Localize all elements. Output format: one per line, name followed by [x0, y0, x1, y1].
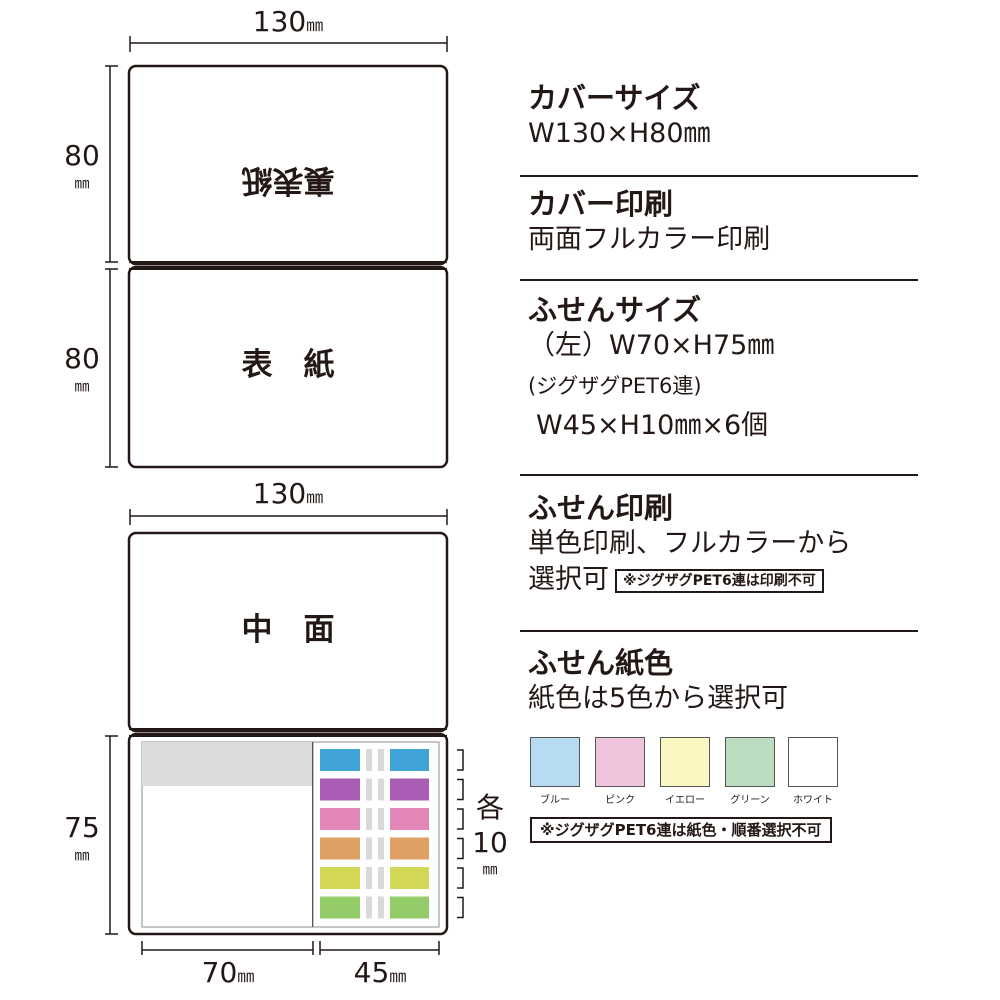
swatch-pink-label: ピンク — [605, 795, 635, 806]
zigzag-tab-5-left — [320, 867, 360, 889]
each-label: 各 — [476, 791, 504, 824]
back-cover-label: 裏表紙 — [242, 162, 335, 198]
cover2-height-unit: ㎜ — [74, 377, 89, 395]
sticky-pad-right — [312, 741, 440, 928]
zigzag-tab-4-gap2 — [378, 837, 384, 860]
zigzag-tab-3-gap — [366, 808, 372, 830]
zigzag-tab-2-gap — [366, 778, 372, 801]
zigzag-tab-6-left — [320, 896, 360, 919]
swatch-yellow-label: イエロー — [665, 795, 705, 806]
spec-cover-size-value: W130×H80㎜ — [528, 118, 711, 149]
spec-fusen-print-line1: 単色印刷、フルカラーから — [528, 528, 852, 559]
spec-fusen-size-line3: W45×H10㎜×6個 — [536, 410, 769, 441]
zigzag-tab-3-right — [390, 808, 429, 830]
back-cover-panel — [127, 64, 449, 266]
zigzag-tab-3-left — [320, 808, 360, 830]
tab-bracket-1 — [457, 749, 464, 771]
cover1-height-unit: ㎜ — [74, 174, 89, 192]
zigzag-tab-4-right — [390, 837, 429, 860]
swatch-blue — [530, 737, 580, 787]
divider-3 — [520, 474, 918, 476]
zigzag-tab-5-gap2 — [378, 867, 384, 889]
cover1-height-label: 80 — [64, 139, 100, 172]
front-cover-panel — [127, 265, 449, 469]
spec-cover-print: カバー印刷 両面フルカラー印刷 — [528, 186, 918, 258]
zigzag-tabs — [320, 749, 429, 919]
spec-fusen-print-line2-row: 選択可※ジグザグPET6連は印刷不可 — [528, 562, 918, 598]
pad-panel — [127, 732, 449, 936]
tab-bracket-4 — [457, 837, 464, 860]
tab-height-brackets — [457, 749, 464, 919]
swatch-green — [725, 737, 775, 787]
spec-fusen-size-line1: （左）W70×H75㎜ — [528, 330, 775, 361]
divider-1 — [520, 175, 918, 177]
spec-fusen-color-line1: 紙色は5色から選択可 — [528, 683, 789, 714]
zigzag-tab-4-left — [320, 837, 360, 860]
divider-2 — [520, 279, 918, 281]
sticky-pad-left-adhesive — [142, 742, 313, 786]
divider-4 — [520, 630, 918, 632]
spec-fusen-print-heading: ふせん印刷 — [528, 491, 674, 525]
spec-fusen-print: ふせん印刷 単色印刷、フルカラーから 選択可※ジグザグPET6連は印刷不可 — [528, 490, 918, 598]
zigzag-tab-2-left — [320, 778, 360, 801]
zigzag-tab-2-right — [390, 778, 429, 801]
tab-bracket-2 — [457, 778, 464, 801]
zigzag-tab-6-gap2 — [378, 896, 384, 919]
swatch-pink — [595, 737, 645, 787]
spec-cover-print-heading: カバー印刷 — [528, 187, 674, 221]
swatch-blue-label: ブルー — [540, 795, 570, 806]
zigzag-tab-4-gap — [366, 837, 372, 860]
mid-width-label: 130㎜ — [253, 477, 323, 510]
spec-fusen-print-line2: 選択可 — [528, 564, 609, 595]
spec-fusen-size: ふせんサイズ （左）W70×H75㎜ (ジグザグPET6連) W45×H10㎜×… — [528, 292, 918, 444]
cover2-height-label: 80 — [64, 342, 100, 375]
zigzag-tab-1-gap — [366, 749, 372, 771]
each-unit: ㎜ — [482, 860, 497, 878]
pad-right-width-label: 45㎜ — [354, 956, 407, 989]
swatch-yellow — [660, 737, 710, 787]
pad-height-label: 75 — [64, 811, 100, 844]
zigzag-tab-5-gap — [366, 867, 372, 889]
swatch-white-label: ホワイト — [793, 795, 833, 806]
spec-fusen-size-heading: ふせんサイズ — [528, 293, 702, 327]
zigzag-tab-1-right — [390, 749, 429, 771]
spec-fusen-color-note: ※ジグザグPET6連は紙色・順番選択不可 — [530, 817, 832, 843]
tab-bracket-6 — [457, 896, 464, 919]
spec-fusen-color: ふせん紙色 紙色は5色から選択可 — [528, 645, 918, 717]
zigzag-tab-1-left — [320, 749, 360, 771]
tab-bracket-3 — [457, 808, 464, 830]
swatch-green-label: グリーン — [730, 795, 770, 806]
zigzag-tab-1-gap2 — [378, 749, 384, 771]
zigzag-tab-2-gap2 — [378, 778, 384, 801]
top-width-label: 130㎜ — [253, 5, 323, 38]
spec-cover-size-heading: カバーサイズ — [528, 81, 701, 115]
zigzag-tab-6-gap — [366, 896, 372, 919]
each-value: 10 — [472, 826, 508, 859]
swatch-white — [788, 737, 838, 787]
inner-panel — [127, 531, 449, 733]
pad-left-width-label: 70㎜ — [202, 956, 255, 989]
zigzag-tab-6-right — [390, 896, 429, 919]
front-cover-label: 表 紙 — [242, 347, 335, 383]
tab-bracket-5 — [457, 867, 464, 889]
pad-height-unit: ㎜ — [74, 846, 89, 864]
zigzag-tab-3-gap2 — [378, 808, 384, 830]
spec-cover-print-value: 両面フルカラー印刷 — [528, 224, 771, 255]
spec-fusen-print-note: ※ジグザグPET6連は印刷不可 — [615, 568, 824, 593]
spec-fusen-size-line2: (ジグザグPET6連) — [528, 374, 702, 398]
zigzag-tab-5-right — [390, 867, 429, 889]
spec-cover-size: カバーサイズ W130×H80㎜ — [528, 80, 918, 152]
inner-label: 中 面 — [242, 612, 335, 648]
spec-fusen-color-heading: ふせん紙色 — [528, 646, 674, 680]
